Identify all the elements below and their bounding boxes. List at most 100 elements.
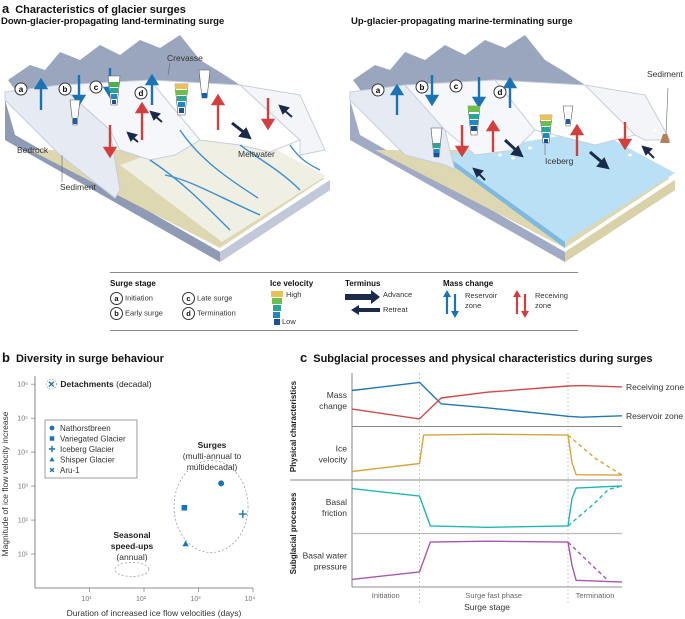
subglacial-processes-label: Subglacial processes — [290, 492, 298, 574]
legend-label: Aru-1 — [60, 466, 80, 475]
physical-characteristics-label: Physical characteristics — [290, 380, 298, 472]
glacier-tongue-4 — [583, 84, 671, 141]
glacier-tongue-4 — [238, 84, 326, 156]
terminus-arrows — [472, 138, 655, 181]
panel-label: Basal water — [303, 550, 348, 560]
legend-label: Iceberg Glacier — [60, 445, 115, 454]
marker-b: b — [63, 85, 68, 94]
legend-label: Shisper Glacier — [60, 456, 115, 465]
surges-sublabel-2: multidecadal) — [187, 462, 238, 472]
y-tick-label: 10³ — [18, 484, 29, 491]
legend-advance: Advance — [383, 290, 413, 299]
chart-lines — [351, 381, 623, 583]
legend-stage-c-label: Late surge — [197, 293, 233, 303]
fjord-water — [445, 130, 675, 242]
panel-label: friction — [322, 508, 347, 518]
legend-marker-x — [49, 467, 55, 473]
marine-terminating-diagram: a b c d Sediment plume Iceberg — [349, 35, 685, 262]
left-diagram-subtitle: Down-glacier-propagating land-terminatin… — [1, 16, 225, 27]
line-receiving-zone — [351, 384, 623, 420]
line-basal-friction-alternative- — [567, 485, 623, 527]
panel-a-letter: a — [2, 1, 10, 16]
data-points — [48, 381, 247, 547]
y-tick-label: 10¹ — [18, 552, 29, 559]
marker-c: c — [454, 82, 459, 91]
y-tick-label: 10⁴ — [17, 450, 28, 457]
terminus-arrows — [126, 104, 293, 143]
meltwater-channels — [149, 129, 321, 231]
circle-c-icon: c — [182, 292, 195, 305]
panel-c-letter: c — [300, 350, 308, 365]
right-diagram-subtitle: Up-glacier-propagating marine-terminatin… — [351, 16, 573, 27]
x-axis-label: Duration of increased ice flow velocitie… — [67, 608, 242, 618]
legend-stage-d-label: Termination — [197, 308, 236, 318]
detachments-bold: Detachments — [60, 379, 114, 389]
phase-label: Termination — [576, 591, 615, 600]
line-reservoir-zone — [351, 381, 623, 418]
water-edge — [445, 155, 565, 248]
receiving-arrows — [102, 93, 276, 159]
sediment-plume — [660, 134, 670, 143]
phase-label: Initiation — [372, 591, 400, 600]
legend-retreat: Retreat — [383, 305, 408, 314]
seasonal-label-1: Seasonal — [113, 530, 150, 540]
detachments-text: (decadal) — [114, 379, 152, 389]
velocity-cones — [69, 69, 211, 126]
land-terminating-diagram: a b c d Crevasse Bedrock Sediment — [4, 35, 330, 262]
panel-label: velocity — [319, 454, 348, 464]
panel-label: Mass — [327, 390, 347, 400]
legend-reservoir-zone: Reservoir zone — [465, 291, 498, 310]
line-basal-water-pressure-alternative- — [567, 541, 609, 582]
velocity-scale-icon — [271, 291, 283, 325]
legend-velocity-high: High — [286, 290, 302, 299]
y-tick-label: 10⁶ — [17, 382, 28, 389]
series-label-reservoir-zone: Reservoir zone — [626, 411, 683, 421]
panel-label: change — [319, 401, 347, 411]
seasonal-grouping — [114, 562, 150, 577]
receiving-arrows — [454, 119, 633, 158]
stage-markers: a b c d — [371, 79, 507, 99]
circle-d-icon: d — [182, 307, 195, 320]
line-basal-water-pressure — [351, 540, 623, 583]
marker-d: d — [139, 89, 144, 98]
retreat-arrow-icon — [351, 305, 380, 315]
velocity-cones — [430, 105, 574, 158]
receiving-arrows-icon — [513, 290, 529, 318]
point-aru-1 — [48, 381, 55, 388]
detachments-label: Detachments (decadal) — [60, 379, 151, 389]
x-tick-label: 10³ — [190, 596, 201, 603]
seasonal-label-2: speed-ups — [111, 541, 154, 551]
surges-sublabel-1: (multi-annual to — [183, 451, 242, 461]
legend-terminus-title: Terminus — [345, 279, 381, 288]
point-variegated-glacier — [181, 504, 188, 511]
panel-b-letter: b — [2, 350, 10, 365]
panel-c-title-text: Subglacial processes and physical charac… — [313, 353, 653, 365]
legend-label: Nathorstbreen — [60, 424, 111, 433]
marker-a: a — [376, 86, 381, 95]
x-axis-label: Surge stage — [464, 602, 510, 612]
circle-b-icon: b — [110, 307, 123, 320]
terminus-arrows-icon — [345, 290, 380, 315]
legend-surge-stage-title: Surge stage — [110, 279, 156, 288]
marker-b: b — [420, 83, 425, 92]
legend-velocity-low: Low — [282, 317, 296, 326]
y-tick-label: 10⁵ — [17, 416, 28, 423]
bedrock-side — [350, 100, 675, 262]
x-tick-label: 10¹ — [81, 596, 92, 603]
y-tick-label: 10² — [18, 518, 29, 525]
legend-marker-square — [49, 436, 55, 441]
surges-label: Surges — [198, 440, 227, 450]
y-axis-label: Magnitude of ice flow velocity increase — [0, 411, 10, 556]
line-basal-friction — [351, 485, 623, 528]
legend-box — [44, 419, 138, 479]
panel-label: Ice — [336, 443, 348, 453]
bedrock-front — [5, 100, 220, 262]
reservoir-arrows-icon — [443, 290, 459, 318]
legend-receiving-zone: Receiving zone — [535, 291, 568, 310]
